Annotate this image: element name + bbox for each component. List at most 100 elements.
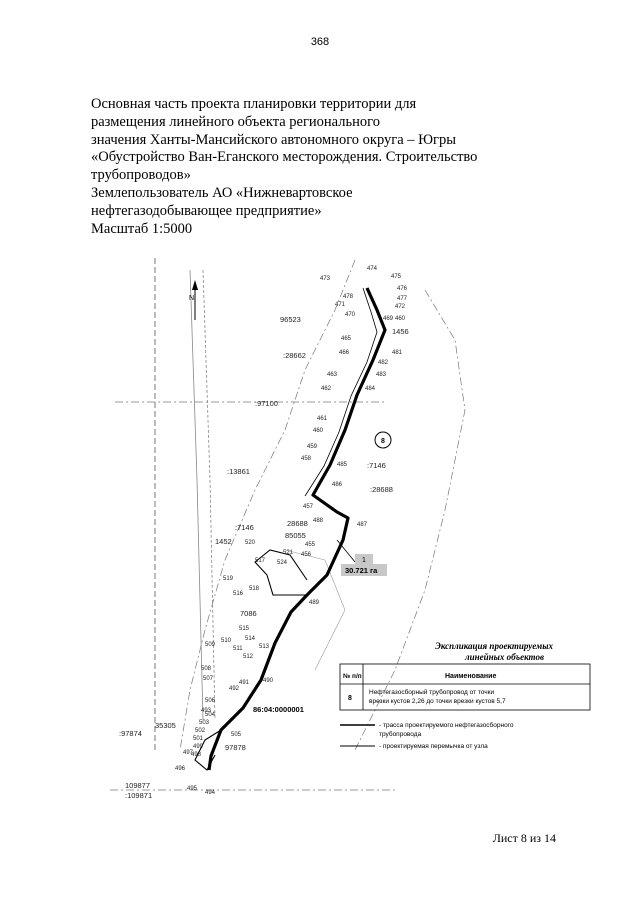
parcel-label: :13861 bbox=[227, 467, 250, 476]
parcel-label: 1456 bbox=[392, 327, 409, 336]
road-edge bbox=[189, 269, 204, 721]
legend-item-label: - трасса проектируемого нефтегазосборног… bbox=[379, 721, 514, 729]
point-label: 516 bbox=[233, 591, 244, 597]
point-label: 460 bbox=[313, 428, 324, 434]
area-id-box bbox=[355, 554, 373, 564]
title-line: Землепользователь АО «Нижневартовское bbox=[91, 184, 353, 201]
parcel-label: :7146 bbox=[367, 461, 386, 470]
title-line: размещения линейного объекта регионально… bbox=[91, 113, 380, 130]
legend-col-no: № п/п bbox=[343, 673, 362, 680]
map-drawing: N 96523 :28662 :97100 :13861 :7146 28688… bbox=[110, 258, 591, 800]
point-label: 519 bbox=[223, 576, 234, 582]
sheet-footer: Лист 8 из 14 bbox=[492, 831, 556, 845]
jumper-line bbox=[254, 549, 308, 596]
title-line: «Обустройство Ван-Еганского месторождени… bbox=[91, 149, 478, 166]
title-block: Основная часть проекта планировки террит… bbox=[91, 96, 531, 238]
parcel-label: 1452 bbox=[215, 537, 232, 546]
point-label: 514 bbox=[245, 636, 256, 642]
point-label: 489 bbox=[309, 600, 320, 606]
parcel-label: 85055 bbox=[285, 531, 306, 540]
point-label: 497 bbox=[183, 750, 194, 756]
point-label: 459 bbox=[307, 444, 318, 450]
title-line: нефтегазодобывающее предприятие» bbox=[91, 202, 322, 219]
point-label: 483 bbox=[376, 372, 387, 378]
zone-marker bbox=[374, 431, 392, 449]
north-arrow-icon bbox=[192, 280, 198, 320]
point-label: 493 bbox=[201, 708, 212, 714]
point-label: 457 bbox=[303, 504, 314, 510]
legend: Экспликация проектируемых линейных объек… bbox=[339, 641, 591, 750]
jumper-line bbox=[194, 729, 222, 771]
parcel-label: :97100 bbox=[255, 399, 278, 408]
point-label: 509 bbox=[205, 642, 216, 648]
point-label: 506 bbox=[205, 698, 216, 704]
point-label: 481 bbox=[392, 350, 403, 356]
parcel-boundary bbox=[284, 549, 346, 671]
title-line: Основная часть проекта планировки террит… bbox=[91, 96, 417, 112]
point-label: 472 bbox=[395, 304, 406, 310]
title-line: трубопроводов» bbox=[91, 167, 191, 184]
callout-leader bbox=[336, 539, 356, 563]
point-label: 478 bbox=[343, 294, 354, 300]
point-label: 477 bbox=[397, 296, 408, 302]
parcel-label: :7146 bbox=[235, 523, 254, 532]
point-label: 485 bbox=[337, 462, 348, 468]
point-label: 490 bbox=[263, 678, 274, 684]
legend-row-name: врезки кустов 2,26 до точки врезки кусто… bbox=[369, 698, 506, 705]
parcel-boundary bbox=[179, 259, 356, 751]
parcel-label: :28662 bbox=[283, 351, 306, 360]
legend-col-name: Наименование bbox=[445, 673, 496, 680]
parcel-label: 97878 bbox=[225, 743, 246, 752]
point-label: 466 bbox=[339, 350, 350, 356]
point-label: 517 bbox=[255, 558, 266, 564]
point-label: 520 bbox=[245, 540, 256, 546]
point-label: 488 bbox=[313, 518, 324, 524]
point-label: 502 bbox=[195, 728, 206, 734]
point-label: 460 bbox=[395, 316, 406, 322]
point-label: 521 bbox=[283, 550, 294, 556]
corridor-edge bbox=[304, 287, 378, 497]
point-label: 455 bbox=[305, 542, 316, 548]
point-label: 515 bbox=[239, 626, 250, 632]
legend-table bbox=[339, 663, 591, 711]
point-label: 513 bbox=[259, 644, 270, 650]
parcel-label: 109877 bbox=[125, 781, 150, 790]
point-label: 474 bbox=[367, 266, 378, 272]
zone-marker-label: 8 bbox=[381, 438, 385, 445]
point-label: 471 bbox=[335, 302, 346, 308]
point-label: 456 bbox=[301, 552, 312, 558]
point-label: 494 bbox=[205, 790, 216, 796]
point-label: 501 bbox=[193, 736, 204, 742]
point-label: 486 bbox=[332, 482, 343, 488]
road-edge bbox=[202, 269, 216, 721]
point-label: 510 bbox=[221, 638, 232, 644]
point-label: 487 bbox=[357, 522, 368, 528]
point-label: 495 bbox=[187, 786, 198, 792]
cadastral-quarter: 86:04:0000001 bbox=[253, 705, 304, 714]
point-label: 499 bbox=[193, 744, 204, 750]
point-label: 463 bbox=[327, 372, 338, 378]
planning-map: N 96523 :28662 :97100 :13861 :7146 28688… bbox=[95, 250, 595, 810]
parcel-boundary bbox=[354, 289, 466, 751]
parcel-label: :28688 bbox=[370, 485, 393, 494]
legend-item-label: трубопровода bbox=[379, 730, 422, 738]
point-label: 524 bbox=[277, 560, 288, 566]
point-label: 512 bbox=[243, 654, 254, 660]
point-label: 503 bbox=[199, 720, 210, 726]
legend-item-label: - проектируемая перемычка от узла bbox=[379, 743, 488, 750]
parcel-label: :97874 bbox=[119, 729, 142, 738]
point-label: 507 bbox=[203, 676, 214, 682]
point-label: 462 bbox=[321, 386, 332, 392]
point-label: 518 bbox=[249, 586, 260, 592]
north-label: N bbox=[189, 295, 194, 302]
point-label: 473 bbox=[320, 276, 331, 282]
point-label: 508 bbox=[201, 666, 212, 672]
parcel-label: 35305 bbox=[155, 721, 176, 730]
point-label: 504 bbox=[205, 712, 216, 718]
point-label: 482 bbox=[378, 360, 389, 366]
page-number: 368 bbox=[310, 36, 330, 48]
point-label: 469 bbox=[383, 316, 394, 322]
point-label: 476 bbox=[397, 286, 408, 292]
parcel-label: 28688 bbox=[287, 519, 308, 528]
point-label: 498 bbox=[191, 752, 202, 758]
